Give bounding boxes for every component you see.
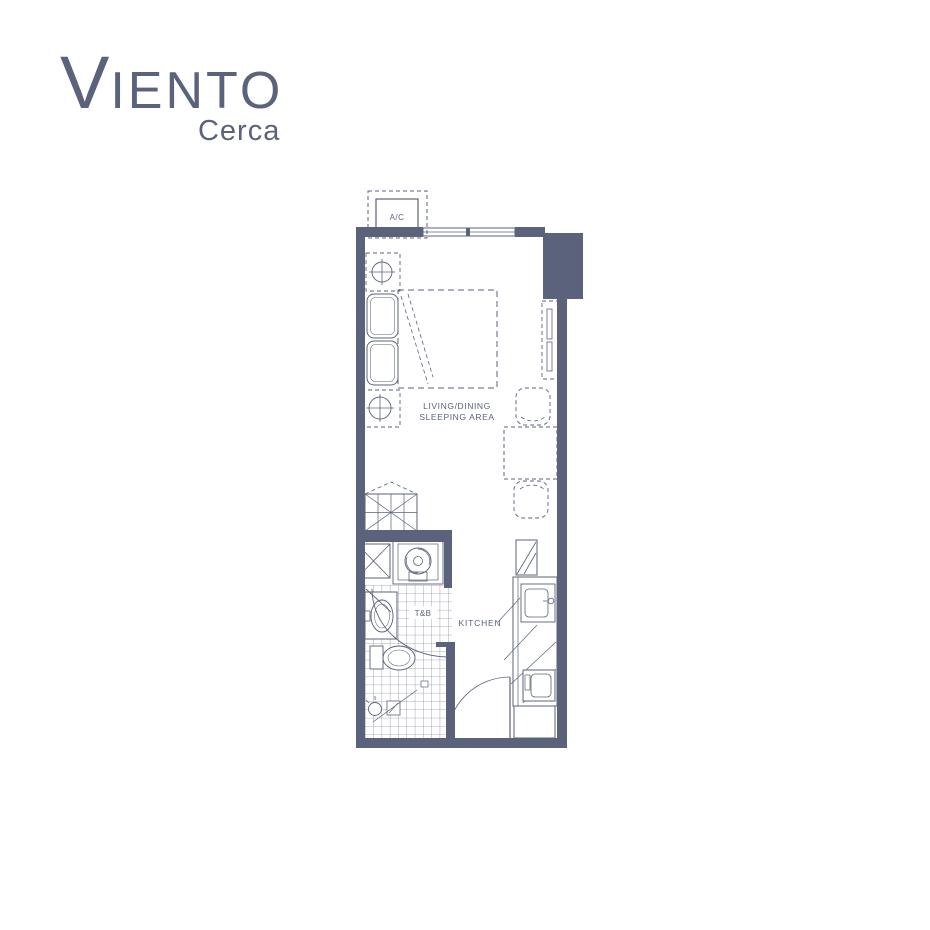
floor-drain (420, 680, 429, 688)
top-wall-right (515, 227, 545, 237)
kitchen-tall-cabinet (515, 539, 538, 576)
window-mullion (466, 228, 470, 236)
toilet (369, 645, 416, 671)
bathroom-top-wall (356, 530, 452, 542)
stove (522, 669, 556, 702)
wardrobe-cabinet (364, 481, 418, 532)
brand-name: VIENTO (60, 40, 283, 125)
ac-ledge: A/C (367, 190, 428, 239)
ac-label: A/C (390, 213, 405, 222)
washing-machine (392, 539, 444, 585)
window (422, 227, 516, 237)
toilet-bath-label: T&B (415, 609, 432, 618)
bathroom-side-wall-upper (444, 530, 452, 588)
brand-name-rest: IENTO (110, 62, 284, 120)
label-backing (409, 606, 437, 619)
bottom-wall (356, 738, 567, 748)
living-label-line2: SLEEPING AREA (419, 412, 494, 422)
bed-pillows (366, 293, 399, 386)
dining-table (503, 426, 558, 480)
living-area-label: LIVING/DINING SLEEPING AREA (419, 401, 494, 422)
entry-door (446, 676, 511, 741)
structural-column (543, 233, 583, 299)
shaft (356, 543, 391, 579)
brand-tagline: Cerca (197, 115, 281, 148)
left-wall (356, 227, 365, 748)
kitchen: KITCHEN (459, 539, 558, 739)
bathroom-door (365, 588, 448, 658)
top-wall-left (356, 227, 423, 237)
kitchen-lower-cabinet (513, 705, 556, 739)
brand-logo: VIENTO Cerca (60, 40, 283, 148)
nightstand-lamp-top (365, 252, 401, 292)
bed (397, 289, 498, 389)
right-wall (557, 296, 567, 748)
nightstand-lamp-bottom (360, 389, 401, 428)
kitchen-label: KITCHEN (459, 618, 502, 628)
brand-name-initial: V (60, 41, 111, 124)
bathroom: T&B (364, 585, 452, 738)
vanity-sink (364, 591, 398, 640)
kitchen-sink (520, 583, 556, 623)
dining-chair-bottom (513, 480, 549, 519)
dining-chair-top (515, 387, 551, 426)
shower (365, 689, 418, 723)
living-label-line1: LIVING/DINING (423, 401, 491, 411)
tv-console (541, 300, 559, 380)
